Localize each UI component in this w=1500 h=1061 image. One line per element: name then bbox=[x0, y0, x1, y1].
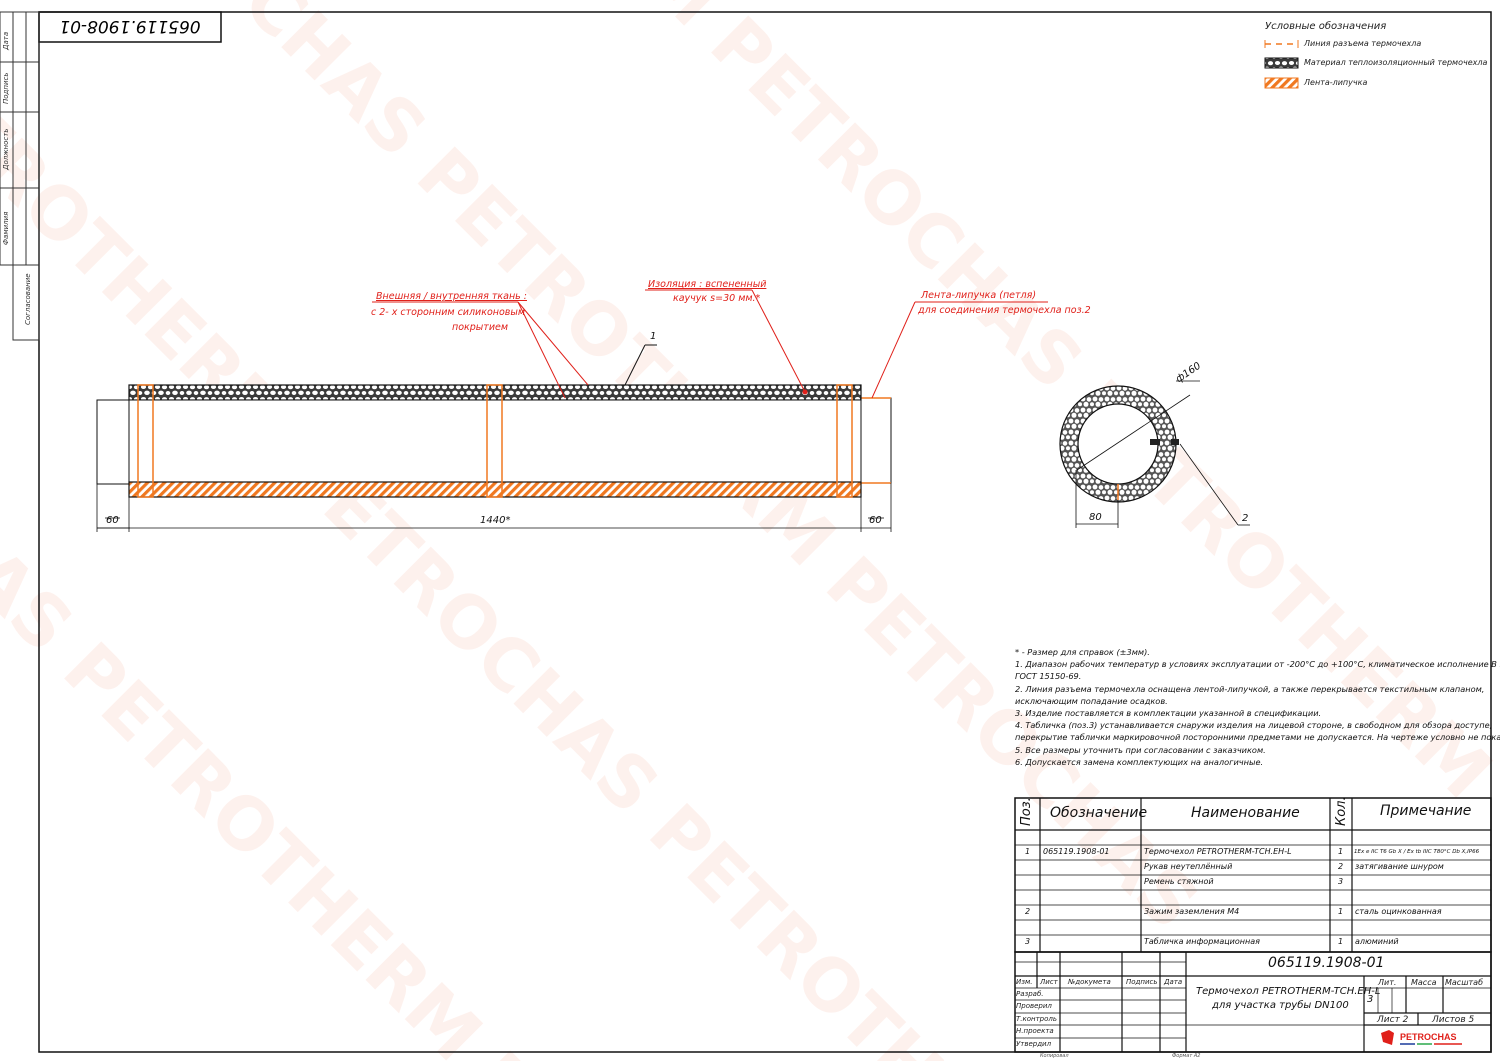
tb-col-izm: Изм. bbox=[1016, 978, 1033, 986]
sheet-frame bbox=[38, 11, 1492, 1053]
row7-qty: 1 bbox=[1338, 937, 1344, 946]
note-line: 6. Допускается замена комплектующих на а… bbox=[1015, 756, 1264, 767]
tb-role-developer: Разраб. bbox=[1016, 990, 1044, 998]
row7-name: Табличка информационная bbox=[1144, 937, 1260, 946]
row2-note: затягивание шнуром bbox=[1355, 862, 1444, 871]
row5-qty: 1 bbox=[1338, 907, 1344, 916]
callout-insulation-1: Изоляция : вспененный bbox=[648, 279, 767, 290]
position-2-label: 2 bbox=[1242, 513, 1249, 524]
tb-lit-label: Лит. bbox=[1378, 978, 1397, 987]
row5-name: Зажим заземления М4 bbox=[1144, 907, 1240, 916]
note-line: * - Размер для справок (±3мм). bbox=[1015, 647, 1150, 657]
tb-sheets: Листов 5 bbox=[1432, 1015, 1475, 1025]
row1-name: Термочехол PETROTHERM-TCH.EH-L bbox=[1144, 847, 1292, 856]
stamp-label-approval: Согласование bbox=[24, 273, 32, 325]
callout-fabric-2: с 2- х сторонним силиконовым bbox=[371, 307, 526, 318]
row1-note: 1Ex e IIC T6 Gb X / Ex tb IIIC T80°C Db … bbox=[1354, 849, 1480, 855]
side-stamp bbox=[0, 11, 40, 341]
technical-notes: * - Размер для справок (±3мм). 1. Диапаз… bbox=[1015, 646, 1500, 768]
tb-role-checker: Проверил bbox=[1016, 1002, 1052, 1010]
note-line: ГОСТ 15150-69. bbox=[1015, 671, 1082, 682]
note-line: 2. Линия разъема термочехла оснащена лен… bbox=[1015, 683, 1485, 694]
stamp-label-date: Дата bbox=[2, 31, 10, 50]
company-name: PETROCHAS bbox=[1400, 1032, 1457, 1042]
row3-name: Ремень стяжной bbox=[1144, 877, 1214, 886]
tb-role-approved: Утвердил bbox=[1016, 1040, 1052, 1048]
title-doc-number: 065119.1908-01 bbox=[1268, 955, 1385, 971]
col-header-pos: Поз. bbox=[1019, 797, 1034, 826]
tb-sheet: Лист 2 bbox=[1377, 1015, 1409, 1025]
footer-copied: Копировал bbox=[1040, 1053, 1069, 1059]
note-line: 3. Изделие поставляется в комплектации у… bbox=[1015, 708, 1322, 719]
tb-role-nproject: Н.проекта bbox=[1016, 1027, 1054, 1035]
row5-note: сталь оцинкованная bbox=[1355, 907, 1442, 916]
callout-velcro-2: для соединения термочехла поз.2 bbox=[918, 305, 1091, 316]
row7-pos: 3 bbox=[1025, 937, 1031, 946]
tb-col-date: Дата bbox=[1164, 978, 1183, 986]
row2-qty: 2 bbox=[1338, 862, 1344, 871]
note-line: 1. Диапазон рабочих температур в условия… bbox=[1015, 659, 1500, 670]
title-line-1: Термочехол PETROTHERM-TCH.EH-L bbox=[1196, 986, 1381, 997]
col-header-qty: Кол. bbox=[1334, 796, 1349, 826]
tb-col-doc: №докумета bbox=[1068, 978, 1111, 986]
row7-note: алюминий bbox=[1355, 937, 1399, 946]
title-line-2: для участка трубы DN100 bbox=[1212, 1000, 1349, 1011]
legend-item-velcro: Лента-липучка bbox=[1304, 78, 1368, 87]
insulation-layer bbox=[128, 384, 862, 401]
col-header-note: Примечание bbox=[1380, 803, 1472, 819]
callout-insulation-2: каучук s=30 мм.* bbox=[673, 293, 761, 304]
velcro-layer bbox=[128, 481, 862, 498]
row2-name: Рукав неутеплённый bbox=[1144, 862, 1233, 871]
tb-col-sign: Подпись bbox=[1126, 978, 1158, 986]
legend-item-insulation: Материал теплоизоляционный термочехла bbox=[1304, 58, 1488, 67]
stamp-label-surname: Фамилия bbox=[2, 211, 10, 245]
row1-pos: 1 bbox=[1025, 847, 1031, 856]
note-line: 5. Все размеры уточнить при согласовании… bbox=[1015, 744, 1266, 755]
position-1-label: 1 bbox=[650, 331, 657, 342]
stamp-label-position: Должность bbox=[2, 128, 10, 170]
cross-section bbox=[1059, 380, 1250, 528]
callout-fabric-1: Внешняя / внутренняя ткань : bbox=[376, 291, 527, 302]
rotated-doc-number: 065119.1908-01 bbox=[59, 16, 201, 36]
row5-pos: 2 bbox=[1025, 907, 1031, 916]
legend-title: Условные обозначения bbox=[1265, 21, 1387, 32]
row1-qty: 1 bbox=[1338, 847, 1344, 856]
note-line: 4. Табличка (поз.3) устанавливается снар… bbox=[1015, 720, 1493, 731]
company-logo-icon bbox=[1381, 1030, 1462, 1045]
note-line: перекрытие таблички маркировочной постор… bbox=[1015, 732, 1500, 743]
callout-velcro-1: Лента-липучка (петля) bbox=[921, 290, 1037, 301]
straps bbox=[137, 384, 853, 498]
dim-left-end: 60 bbox=[106, 515, 119, 526]
stamp-label-signature: Подпись bbox=[2, 72, 10, 105]
row3-qty: 3 bbox=[1338, 877, 1344, 886]
callout-fabric-3: покрытием bbox=[452, 322, 509, 333]
footer-format: Формат А2 bbox=[1172, 1053, 1201, 1059]
tb-lit-value: 3 bbox=[1367, 994, 1374, 1005]
legend-item-split-line: Линия разъема термочехла bbox=[1304, 39, 1422, 48]
tb-mass-label: Масса bbox=[1411, 978, 1437, 987]
dim-length: 1440* bbox=[480, 515, 511, 526]
col-header-name: Наименование bbox=[1191, 805, 1300, 821]
row1-designation: 065119.1908-01 bbox=[1043, 847, 1110, 856]
dim-right-end: 60 bbox=[869, 515, 882, 526]
tb-role-tcontrol: Т.контроль bbox=[1016, 1015, 1057, 1023]
col-header-designation: Обозначение bbox=[1050, 805, 1148, 821]
note-line: исключающим попадание осадков. bbox=[1015, 695, 1168, 706]
tb-col-list: Лист bbox=[1040, 978, 1058, 986]
tb-scale-label: Масштаб bbox=[1445, 978, 1484, 987]
dim-radius: 80 bbox=[1089, 512, 1102, 523]
